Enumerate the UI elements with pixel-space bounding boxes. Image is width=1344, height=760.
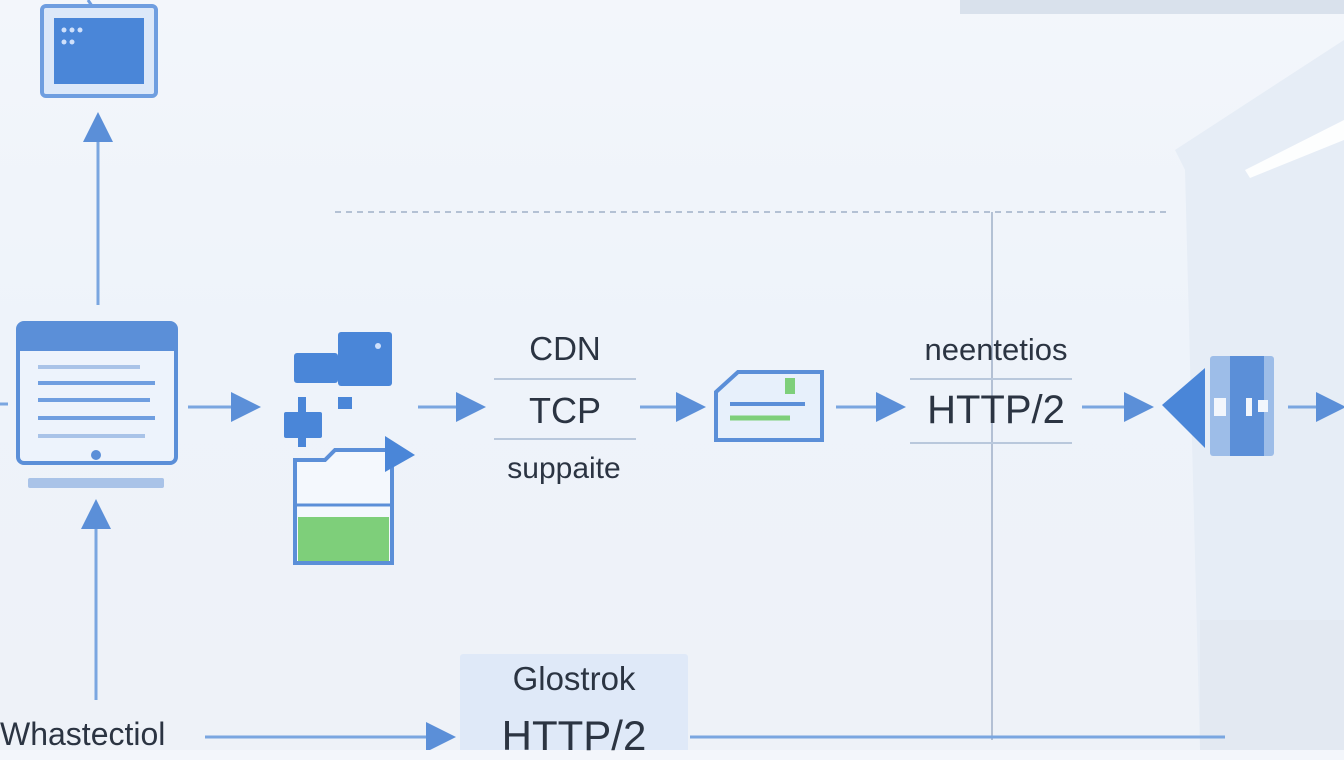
storage-stack-icon <box>284 332 415 565</box>
window-icon-top <box>40 0 158 98</box>
label-bottom-top: Glostrok <box>512 660 636 697</box>
divider-tcp <box>494 438 636 440</box>
monitor-icon <box>16 321 178 488</box>
desk-surface <box>1200 620 1344 750</box>
speaker-device-icon <box>1162 356 1274 456</box>
label-right-http: HTTP/2 <box>927 388 1065 432</box>
divider-right-bottom <box>910 442 1072 444</box>
label-bottom-http: HTTP/2 <box>501 712 647 759</box>
ceiling-fixture <box>960 0 1344 14</box>
light-strip <box>1245 120 1344 178</box>
divider-cdn <box>494 378 636 380</box>
label-right-top: neentetios <box>924 332 1068 367</box>
label-cdn: CDN <box>529 330 601 367</box>
label-bottom-left: Whastectiol <box>0 716 166 752</box>
bottom-http-box <box>460 654 688 750</box>
payload-card-icon <box>714 370 824 442</box>
label-support: suppaite <box>507 452 621 485</box>
label-tcp: TCP <box>529 390 601 431</box>
divider-right <box>910 378 1072 380</box>
